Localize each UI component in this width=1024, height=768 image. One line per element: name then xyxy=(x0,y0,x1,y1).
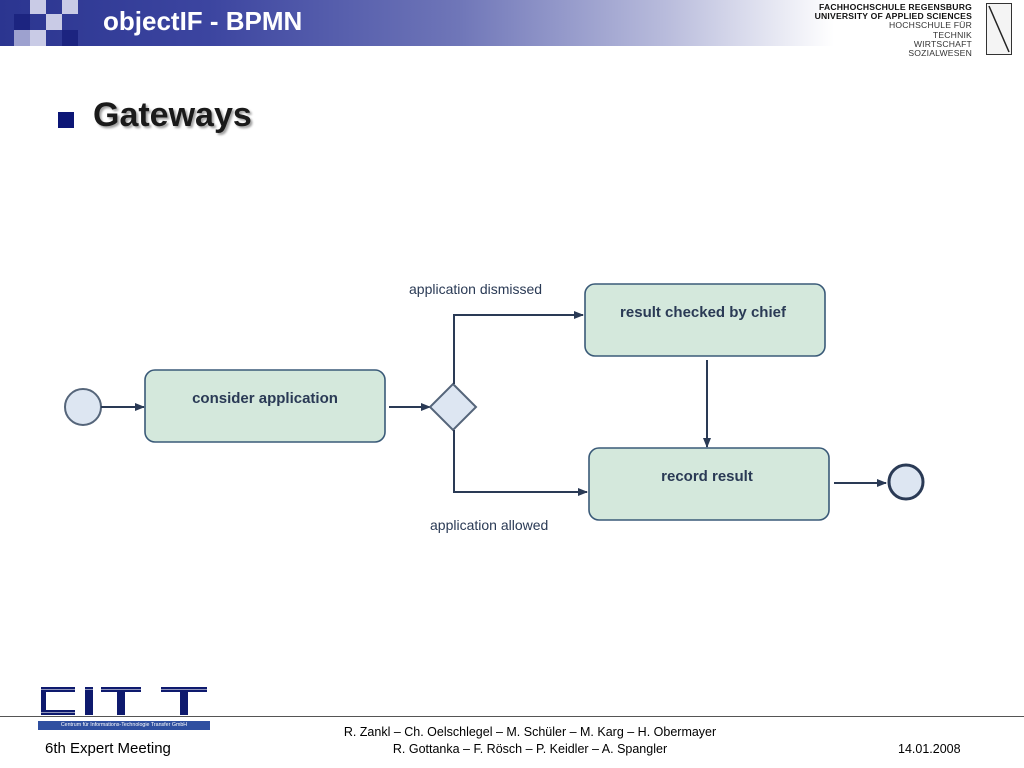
authors-line: R. Zankl – Ch. Oelschlegel – M. Schüler … xyxy=(343,725,717,739)
sequence-flow-dismissed xyxy=(453,311,584,384)
sequence-flow-allowed xyxy=(453,430,588,496)
task-record-result xyxy=(588,447,830,521)
header-band xyxy=(0,0,834,46)
exclusive-gateway xyxy=(428,382,478,432)
citt-letters-graphic xyxy=(41,687,207,715)
university-name-line: TECHNIK xyxy=(932,29,972,40)
presentation-title: objectIF - BPMN xyxy=(103,6,303,36)
bullet-square-icon xyxy=(58,112,74,128)
university-name-line: HOCHSCHULE FÜR xyxy=(888,20,972,31)
citt-logo-text: Centrum für Informations-Technologie Tra… xyxy=(38,721,210,730)
slide-heading: Gateways xyxy=(93,96,252,134)
task-label: result checked by chief xyxy=(620,304,787,321)
university-name-line: SOZIALWESEN xyxy=(908,48,972,59)
footer-divider xyxy=(0,716,1024,717)
task-label: consider application xyxy=(192,390,338,407)
bpmn-diagram: consider application application dismiss… xyxy=(64,281,925,533)
end-event xyxy=(887,463,925,501)
task-label: record result xyxy=(661,468,753,485)
task-consider-application xyxy=(144,369,386,443)
citt-logo: Centrum für Informations-Technologie Tra… xyxy=(37,683,213,735)
footer-authors: R. Zankl – Ch. Oelschlegel – M. Schüler … xyxy=(250,724,810,758)
footer-meeting: 6th Expert Meeting xyxy=(45,740,171,757)
university-emblem xyxy=(986,3,1012,55)
university-name-line: FACHHOCHSCHULE REGENSBURG xyxy=(818,2,972,12)
flow-label-dismissed: application dismissed xyxy=(409,281,542,297)
task-result-checked-by-chief xyxy=(584,283,826,357)
footer-date: 14.01.2008 xyxy=(898,742,961,756)
university-name-line: UNIVERSITY OF APPLIED SCIENCES xyxy=(814,11,972,22)
start-event xyxy=(64,388,102,426)
flow-label-allowed: application allowed xyxy=(430,517,548,533)
university-name-line: WIRTSCHAFT xyxy=(913,38,972,49)
authors-line: R. Gottanka – F. Rösch – P. Keidler – A.… xyxy=(392,742,668,756)
university-logo: FACHHOCHSCHULE REGENSBURG UNIVERSITY OF … xyxy=(815,2,1012,58)
